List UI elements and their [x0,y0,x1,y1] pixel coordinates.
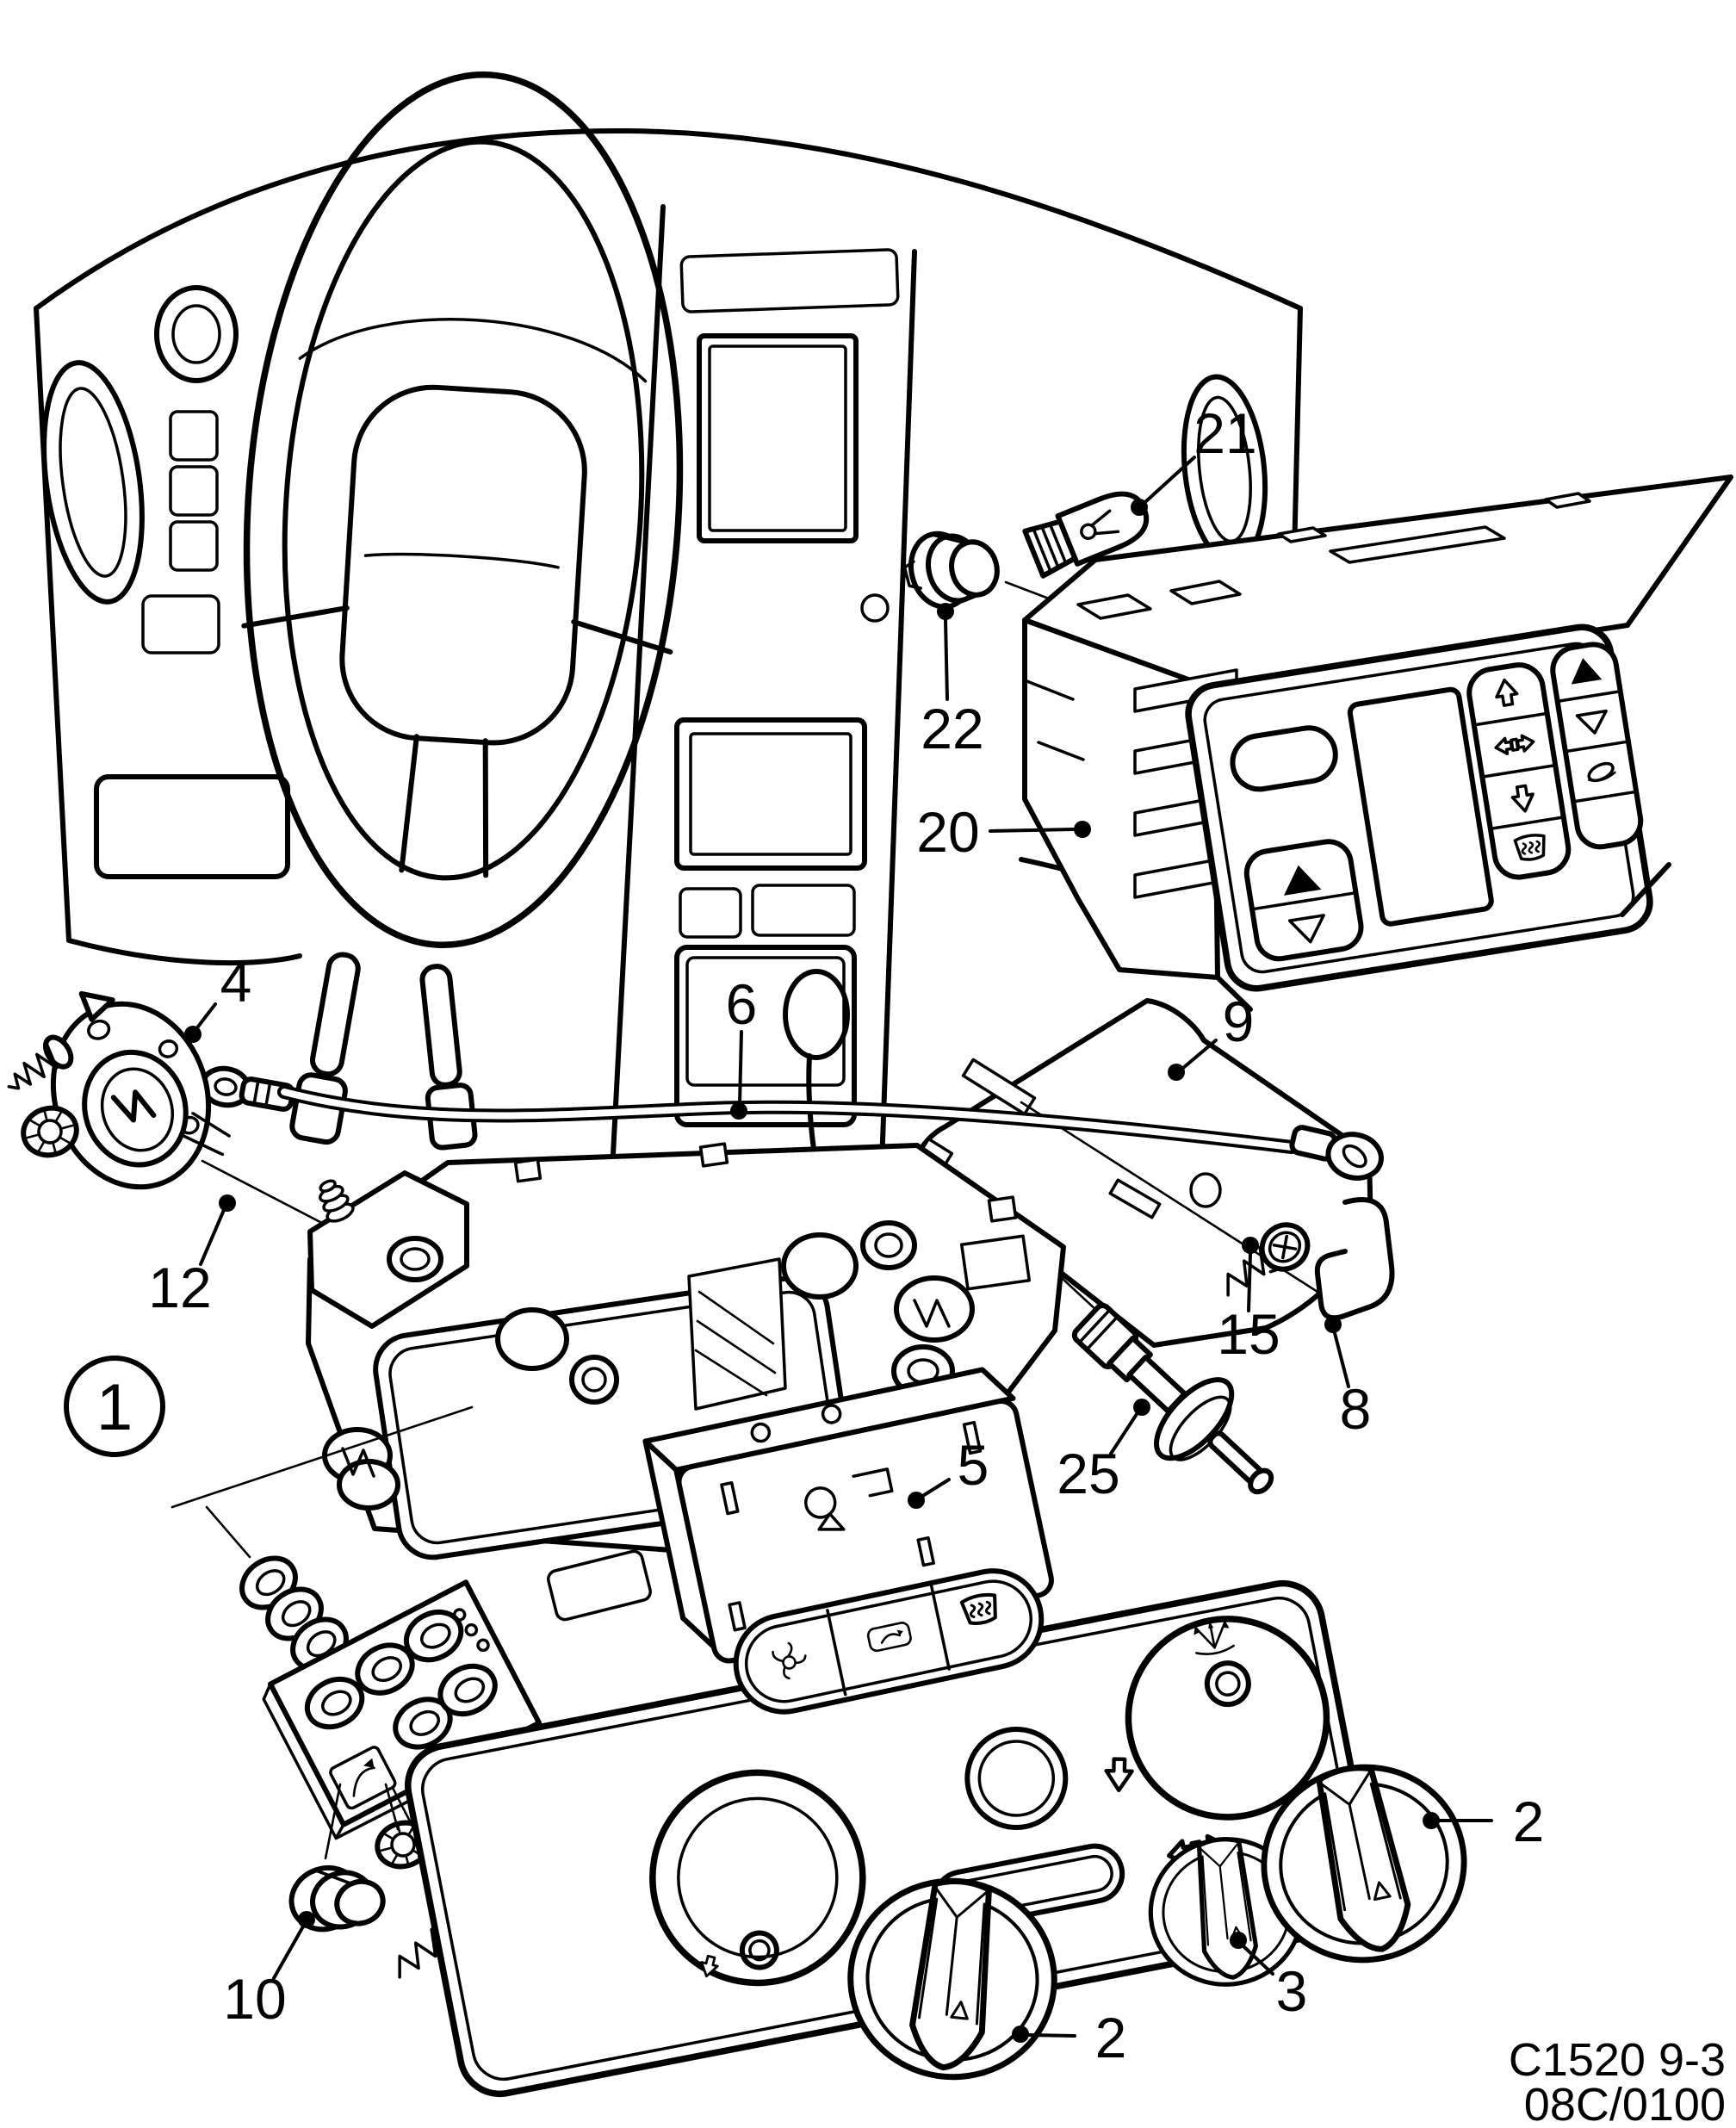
callout-15-label: 15 [1217,1302,1280,1366]
lamp-socket-single [288,1864,386,1933]
callout-1-label: 1 [96,1371,133,1444]
acc-display [1347,686,1494,927]
acc-control-unit [1004,475,1733,1012]
rear-defrost-icon [1513,832,1549,864]
mounting-stud [319,1179,355,1223]
bracket-slot-lower [1108,1178,1162,1219]
callout-21-label: 21 [1194,401,1256,465]
callout-4: 4 [184,950,251,1043]
callout-2-right: 2 [1423,1790,1544,1853]
acc-auto-button [1230,725,1338,792]
callout-20-label: 20 [916,800,979,864]
steering-wheel [241,71,684,949]
cap-nut [387,1236,443,1282]
control-cable [200,1065,1384,1181]
drawing-code-line2: 08C/0100 [1524,2079,1726,2128]
ac-mode-icon [1587,761,1616,783]
lamp-boss-left [322,1427,400,1511]
fan-up-triangle-icon [1283,865,1322,896]
acc-front-panel [1185,624,1653,992]
callout-10: 10 [223,1911,315,2031]
callout-5-label: 5 [958,1433,989,1497]
fan-down-triangle-icon [1287,914,1325,944]
switch-block [642,1367,1054,1715]
acc-inner-button-column [1466,662,1572,880]
acc-fan-button [1243,839,1364,962]
callout-22: 22 [921,603,984,760]
callout-20: 20 [916,800,1091,864]
rocker-button-bar [733,1568,1045,1715]
console-tray [674,945,857,1127]
callout-22-label: 22 [921,697,983,760]
callout-25: 25 [1057,1399,1150,1505]
left-side-vent [41,360,145,605]
acc-outer-button-column [1550,642,1644,850]
knee-panel [94,774,290,879]
bracket-round-hole [1189,1172,1222,1208]
retaining-clip [1314,1197,1395,1321]
filament-icon [1080,523,1097,541]
turn-signal-stalk [289,952,361,1145]
housing-corner-block [307,1170,469,1329]
bulb-socket [902,530,1000,610]
callout-10-label: 10 [223,1967,286,2031]
callout-12: 12 [148,1194,236,1319]
switch-lock-washer [21,1105,79,1158]
drawing-code-line1: C1520 9-3 [1509,2034,1726,2086]
climate-control-slot [674,717,867,871]
housing-hole-left [495,1307,569,1371]
vacuum-switch [50,990,231,1190]
housing-ring [569,1355,619,1405]
callout-15: 15 [1217,1237,1280,1366]
callout-4-label: 4 [220,950,252,1014]
down-triangle-icon [1575,709,1608,735]
callout-2-right-label: 2 [1513,1790,1545,1853]
callout-9: 9 [1168,990,1254,1081]
left-round-vent [154,285,239,383]
nav-display [697,333,859,543]
left-switch-stack [141,410,220,655]
drawing-code: C1520 9-3 08C/0100 [1509,2034,1726,2128]
callout-2-bottom-label: 2 [1095,2006,1127,2069]
callout-25-label: 25 [1057,1442,1119,1505]
center-opening [964,1726,1069,1830]
temperature-opening [649,1769,866,1987]
callout-21: 21 [1131,401,1257,516]
lamp-panel [262,1579,542,1840]
housing-hole-pair-right [781,1220,917,1300]
callout-3: 3 [1230,1932,1307,2023]
vent-window [687,1257,787,1411]
callout-6: 6 [726,972,758,1120]
cable-eyelet-right [1289,1125,1384,1181]
airbag-pad [339,384,587,746]
callout-8-label: 8 [1340,1377,1372,1441]
fan-icon [772,1641,807,1680]
callout-2-bottom: 2 [1012,2006,1126,2069]
callout-12-label: 12 [148,1256,211,1319]
callout-3-label: 3 [1276,1959,1308,2023]
up-triangle-icon [1571,658,1603,685]
callout-6-label: 6 [726,972,758,1036]
recirculation-icon [866,1622,912,1653]
windshield-defrost-icon [1194,1619,1235,1655]
center-vent [679,248,900,313]
callout-9-label: 9 [1223,990,1255,1053]
housing-right-block [959,1195,1032,1291]
callout-1: 1 [64,1356,165,1457]
bulb-symbol-icon [803,1467,894,1531]
switch-screw [7,1034,74,1090]
callout-8: 8 [1324,1316,1371,1441]
housing-bottom-tab [547,1549,652,1622]
callout-5: 5 [908,1433,989,1509]
temperature-sensor [1071,1302,1274,1495]
assembly-leader-lines [170,1405,474,1559]
bracket-slot-upper [961,1058,1037,1116]
